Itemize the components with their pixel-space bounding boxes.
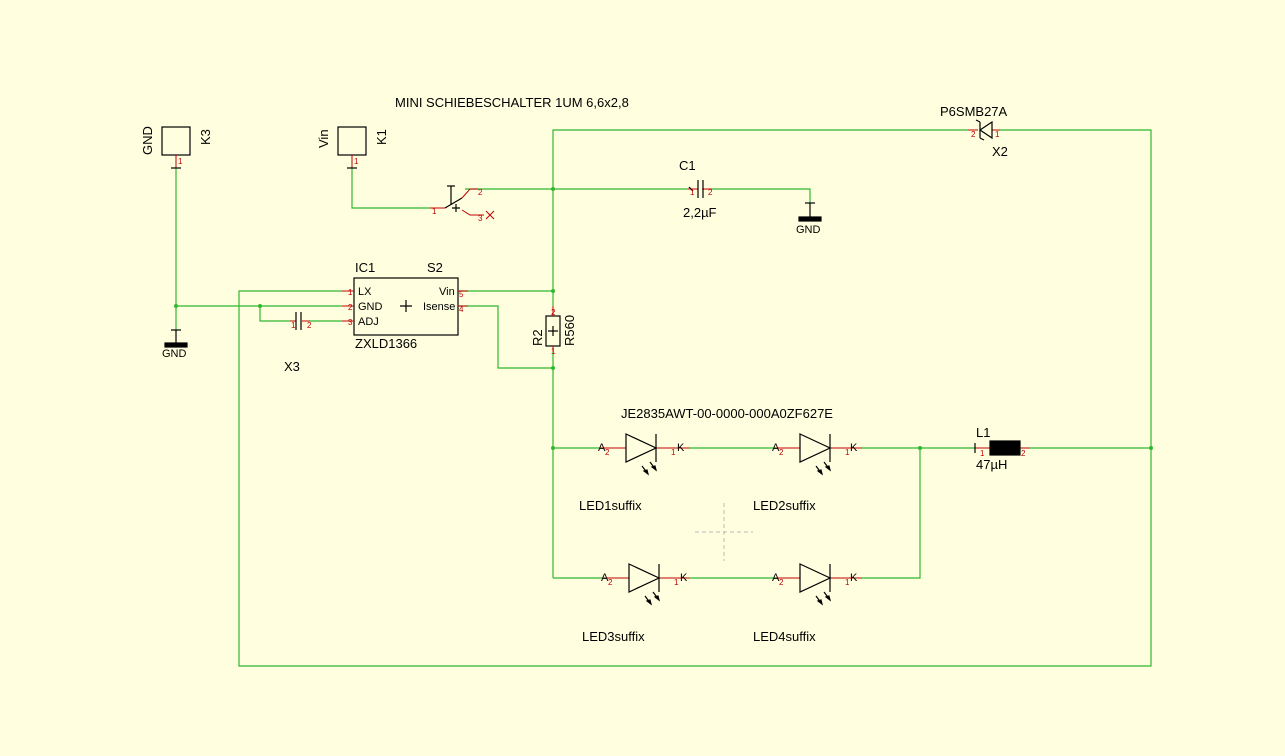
ic1-pinnum-gnd: 2 — [348, 303, 353, 312]
led3-anode-label: A — [601, 572, 609, 584]
c1-value-label: 2,2µF — [683, 205, 717, 220]
tvs-diode-x2[interactable]: 2 1 P6SMB27A X2 — [940, 104, 1008, 159]
led2-name-label: LED2suffix — [753, 498, 816, 513]
k3-ref-label: K3 — [198, 129, 213, 145]
r2-pin-2: 2 — [551, 308, 556, 317]
ic1-pin-vin: Vin — [439, 286, 455, 298]
k3-net-label: GND — [140, 126, 155, 155]
c1-ref-label: C1 — [679, 158, 696, 173]
ic1-pin-lx: LX — [358, 286, 372, 298]
junction-dots — [174, 187, 1153, 450]
gnd-symbol-c1: GND — [796, 202, 822, 236]
s2-pin-2: 2 — [478, 188, 483, 197]
led1-name-label: LED1suffix — [579, 498, 642, 513]
s2-pin-3: 3 — [478, 214, 483, 223]
ic1-pin-adj: ADJ — [358, 316, 379, 328]
led3-cathode-pin: 1 — [674, 578, 679, 587]
gnd-symbol-k3: GND — [162, 329, 188, 360]
r2-value-label: R560 — [562, 315, 577, 346]
resistor-r2[interactable]: 2 1 R2 R560 — [530, 306, 577, 356]
ic1-zxld1366[interactable]: LX GND ADJ Vin Isense 1 2 3 5 4 IC1 S2 Z… — [342, 260, 468, 351]
l1-ref-label: L1 — [976, 425, 990, 440]
led1-cathode-pin: 1 — [671, 448, 676, 457]
switch-part-label: MINI SCHIEBESCHALTER 1UM 6,6x2,8 — [395, 95, 629, 110]
c1-pin-2: 2 — [708, 188, 713, 197]
capacitor-c1[interactable]: 1 2 C1 2,2µF — [679, 158, 717, 220]
c1-pin-1: 1 — [690, 188, 695, 197]
x2-pin-1: 1 — [995, 130, 1000, 139]
led-2[interactable]: A K 2 1 LED2suffix — [753, 433, 862, 513]
wires — [175, 129, 1152, 667]
x3-pin-1: 1 — [291, 321, 296, 330]
led-part-label: JE2835AWT-00-0000-000A0ZF627E — [621, 406, 833, 421]
led1-cathode-label: K — [677, 442, 685, 454]
x3-ref-label: X3 — [284, 359, 300, 374]
ic1-value-label: ZXLD1366 — [355, 336, 417, 351]
led-1[interactable]: A K 2 1 LED1suffix — [579, 433, 690, 513]
led1-anode-pin: 2 — [605, 448, 610, 457]
ic1-pinnum-vin: 5 — [459, 290, 464, 299]
x3-pin-2: 2 — [307, 321, 312, 330]
led3-name-label: LED3suffix — [582, 629, 645, 644]
led3-cathode-label: K — [680, 572, 688, 584]
led1-anode-label: A — [598, 442, 606, 454]
led2-anode-pin: 2 — [779, 448, 784, 457]
l1-pin-2: 2 — [1021, 449, 1026, 458]
connector-k3[interactable]: 1 GND K3 — [140, 126, 213, 169]
led-4[interactable]: A K 2 1 LED4suffix — [753, 563, 862, 644]
r2-ref-label: R2 — [530, 329, 545, 346]
gnd-label-k3: GND — [162, 348, 187, 360]
x2-value-label: P6SMB27A — [940, 104, 1008, 119]
led-3[interactable]: A K 2 1 LED3suffix — [582, 563, 690, 644]
s2-ref-label: S2 — [427, 260, 443, 275]
led4-cathode-pin: 1 — [845, 578, 850, 587]
k3-pin-number: 1 — [178, 157, 183, 166]
s2-pin-1: 1 — [432, 207, 437, 216]
x2-pin-2: 2 — [971, 130, 976, 139]
led4-anode-pin: 2 — [779, 578, 784, 587]
led2-cathode-pin: 1 — [845, 448, 850, 457]
ic1-ref-label: IC1 — [355, 260, 375, 275]
x2-ref-label: X2 — [992, 144, 1008, 159]
ic1-pinnum-adj: 3 — [348, 318, 353, 327]
inductor-l1[interactable]: 1 2 L1 47µH — [974, 425, 1030, 472]
gnd-label-c1: GND — [796, 224, 821, 236]
r2-pin-1: 1 — [551, 347, 556, 356]
connector-k1[interactable]: 1 Vin K1 — [316, 126, 389, 169]
led4-name-label: LED4suffix — [753, 629, 816, 644]
ic1-pin-isense: Isense — [423, 301, 455, 313]
led3-anode-pin: 2 — [608, 578, 613, 587]
led2-cathode-label: K — [850, 442, 858, 454]
ic1-pin-gnd: GND — [358, 301, 383, 313]
origin-cross — [695, 503, 753, 561]
switch-s2[interactable]: 1 2 3 — [430, 185, 495, 223]
capacitor-x3[interactable]: 1 2 X3 — [284, 312, 312, 374]
ic1-pinnum-lx: 1 — [348, 288, 353, 297]
l1-pin-1: 1 — [980, 449, 985, 458]
k1-pin-number: 1 — [354, 157, 359, 166]
led2-anode-label: A — [772, 442, 780, 454]
k1-ref-label: K1 — [374, 129, 389, 145]
ic1-pinnum-isense: 4 — [459, 305, 464, 314]
led4-anode-label: A — [772, 572, 780, 584]
led4-cathode-label: K — [850, 572, 858, 584]
k1-net-label: Vin — [316, 129, 331, 148]
l1-value-label: 47µH — [976, 457, 1007, 472]
